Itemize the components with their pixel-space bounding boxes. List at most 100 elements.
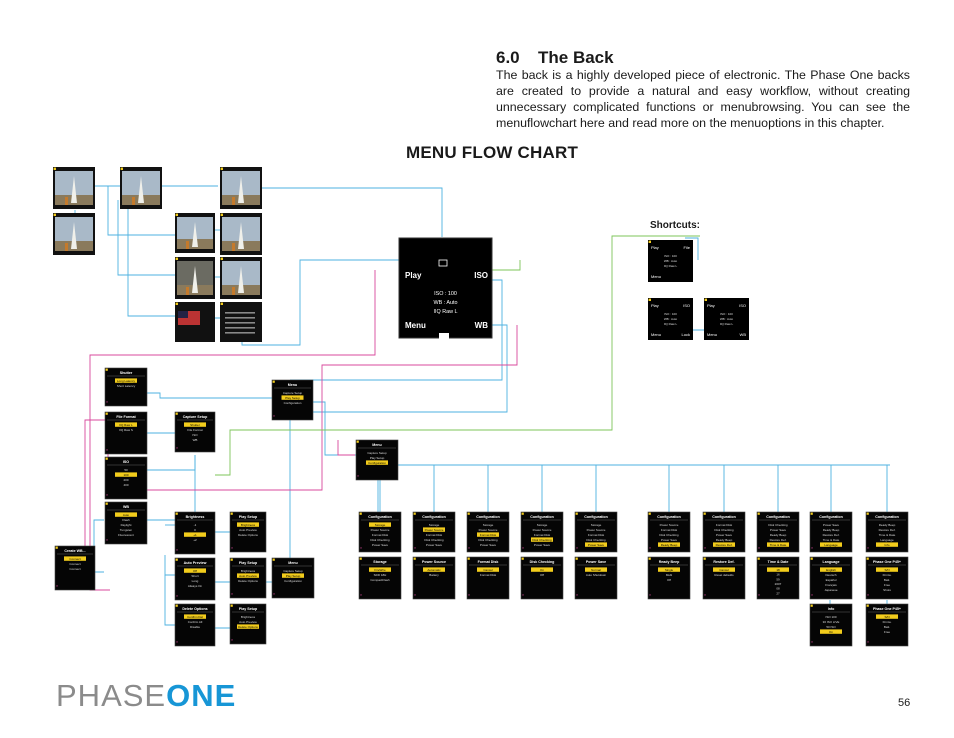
screen-line: Capture Setup — [283, 391, 303, 395]
corner-marker — [230, 558, 233, 561]
screen-line: Restore Def. — [770, 538, 787, 542]
screen-line: Power Source — [587, 528, 606, 532]
info-line — [225, 332, 255, 334]
screen-line: Long — [192, 579, 199, 583]
screen-title: Configuration — [766, 515, 790, 519]
back-x-icon: × — [414, 545, 417, 550]
screen-frame — [355, 439, 399, 481]
screen-line: Restore Def. — [823, 533, 840, 537]
screen-frame — [412, 556, 456, 600]
screen-highlight — [115, 512, 137, 517]
screen-highlight — [658, 542, 680, 547]
display-bottom-right: WB — [475, 321, 489, 330]
back-x-icon: × — [106, 399, 109, 404]
corner-marker — [648, 240, 651, 243]
screen-line: Power Save — [480, 543, 497, 547]
thumb-flag — [175, 302, 215, 342]
back-x-icon: × — [360, 545, 363, 550]
corner-marker — [105, 412, 108, 415]
screen-line: Format Disk — [534, 533, 551, 537]
screen-highlight — [115, 422, 137, 427]
screen-line: ISO 100 — [825, 615, 836, 619]
screen-highlight — [115, 472, 137, 477]
screen-line: Free — [884, 583, 891, 587]
screen-frame — [648, 298, 693, 340]
back-x-icon: × — [522, 545, 525, 550]
screen-line: Français — [825, 583, 837, 587]
screen-frame — [704, 298, 749, 340]
screen-line: Storage — [537, 523, 548, 527]
screen-line: 400 — [123, 483, 128, 487]
screen-title: Configuration — [368, 515, 392, 519]
screen-line: 59 — [776, 577, 780, 581]
screen-line: Disk Checking — [532, 538, 552, 542]
screen-line: Normal — [591, 568, 601, 572]
shuttle-shape — [238, 222, 244, 249]
shuttle-shape — [138, 176, 144, 203]
screen-frame — [648, 240, 693, 282]
shortcut-line: ISO : 100 — [664, 254, 677, 258]
tower-shape — [232, 243, 235, 251]
screen-line: S/N — [884, 568, 889, 572]
thumb-4 — [53, 213, 95, 255]
corner-marker — [810, 604, 813, 607]
info-line — [225, 317, 255, 319]
screen-line: Multi — [666, 573, 673, 577]
shuttle-shape — [192, 266, 198, 293]
screen-line: Configuration — [284, 401, 302, 405]
screen-frame — [809, 603, 853, 647]
screen-line: S/N — [884, 615, 889, 619]
screen-line: Storage — [375, 523, 386, 527]
corner-marker — [105, 502, 108, 505]
shortcuts-label: Shortcuts: — [650, 220, 700, 231]
screen-title: Time & Date — [768, 560, 789, 564]
screen-title: Shutter — [120, 371, 133, 375]
screen-line: Disk Checking — [768, 523, 788, 527]
corner-marker — [105, 457, 108, 460]
screen-line: Cancel — [483, 568, 493, 572]
back-x-icon: × — [576, 592, 579, 597]
screen-line: Daylight — [121, 523, 132, 527]
screen-line: Time & Date — [879, 533, 896, 537]
tower-shape — [232, 197, 235, 205]
screen-highlight — [184, 568, 206, 573]
screen-frame — [756, 556, 800, 600]
corner-marker — [175, 558, 178, 561]
screen-title: Play Setup — [239, 561, 258, 565]
screen-line: Auto Shutdown — [586, 573, 607, 577]
screen-line: 30 ISO LIVE — [823, 620, 840, 624]
screen-line: Power Save — [534, 543, 551, 547]
screen-line: Off — [193, 569, 197, 573]
screen-highlight — [115, 378, 137, 383]
screen-line: Power Source — [425, 528, 444, 532]
screen-frame — [229, 511, 267, 553]
section-number: 6.0 — [496, 48, 520, 67]
screen-line: Batt. — [884, 578, 890, 582]
screen-line: Play Setup — [286, 574, 301, 578]
screen-line: CompactFlash — [370, 578, 390, 582]
screen-line: Auto Preview — [239, 528, 258, 532]
screen-line: Power Source — [660, 523, 679, 527]
screen-line: FireWire — [374, 568, 386, 572]
corner-marker — [53, 167, 56, 170]
screen-title: Configuration — [819, 515, 843, 519]
flag-canton — [178, 311, 188, 318]
corner-marker — [55, 546, 58, 549]
screen-highlight — [767, 542, 789, 547]
screen-highlight — [369, 567, 391, 572]
screen-line: Configuration — [368, 461, 386, 465]
back-x-icon: × — [176, 639, 179, 644]
shuttle-shape — [238, 266, 244, 293]
corner-marker — [757, 557, 760, 560]
screen-line: ISO — [192, 433, 198, 437]
screen-title: Configuration — [584, 515, 608, 519]
screen-line: Power Save — [770, 528, 787, 532]
